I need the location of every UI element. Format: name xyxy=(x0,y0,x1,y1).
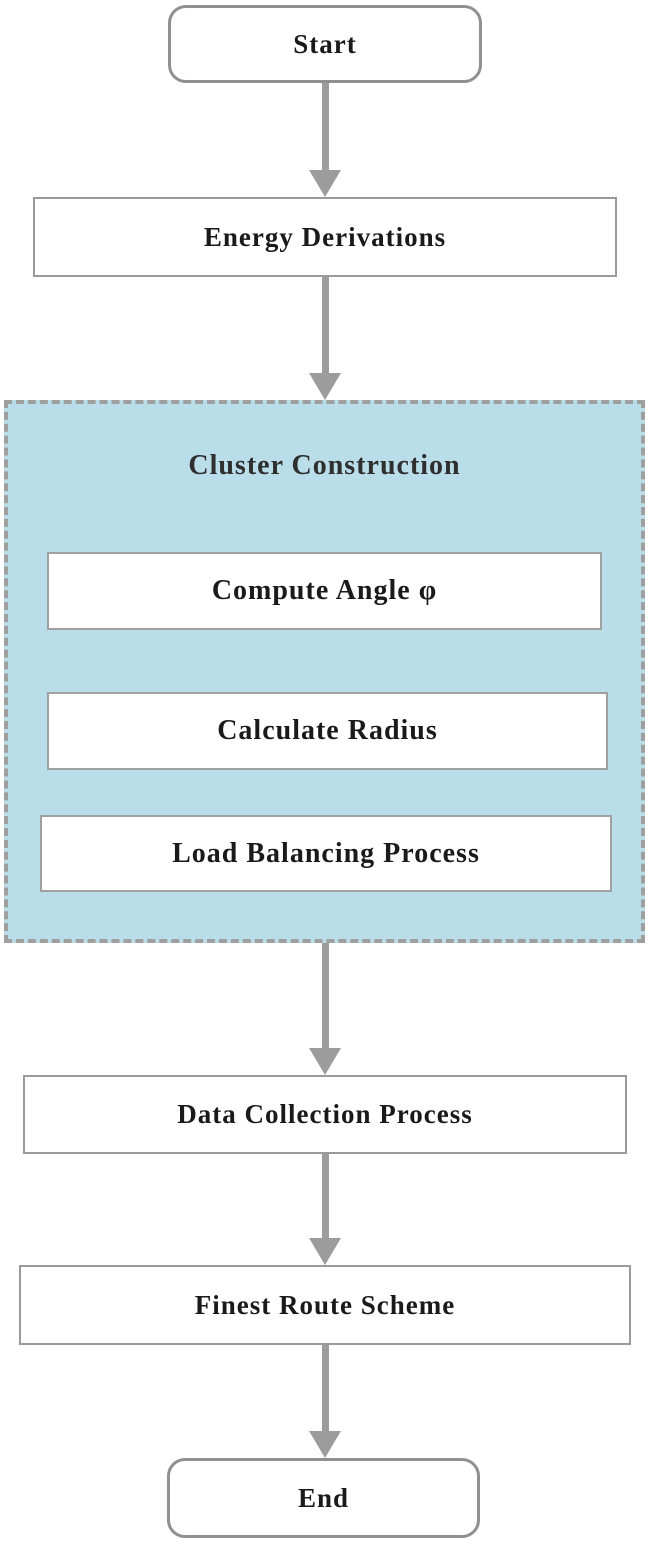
node-load-balancing: Load Balancing Process xyxy=(40,815,612,892)
arrow-down-icon xyxy=(309,373,341,400)
arrow-shaft xyxy=(321,277,329,373)
arrow-down-icon xyxy=(309,1048,341,1075)
node-load-balancing-label: Load Balancing Process xyxy=(172,837,480,869)
arrow-down-icon xyxy=(309,1431,341,1458)
flow-arrow-cluster-to-data xyxy=(309,943,341,1075)
node-data-collection: Data Collection Process xyxy=(23,1075,627,1154)
node-compute-angle-label: Compute Angle φ xyxy=(211,575,438,606)
node-finest-route: Finest Route Scheme xyxy=(19,1265,631,1345)
node-calculate-radius-label: Calculate Radius xyxy=(217,715,438,746)
node-energy-derivations-label: Energy Derivations xyxy=(203,221,447,252)
node-compute-angle: Compute Angle φ xyxy=(47,552,602,630)
container-cluster-construction-title: Cluster Construction xyxy=(188,450,461,481)
node-start: Start xyxy=(168,5,482,83)
arrow-shaft xyxy=(321,943,329,1048)
flow-arrow-energy-to-cluster xyxy=(309,277,341,400)
node-end-label: End xyxy=(297,1482,350,1513)
arrow-down-icon xyxy=(309,170,341,197)
node-end: End xyxy=(167,1458,480,1538)
container-cluster-construction: Cluster Construction Compute Angle φ Cal… xyxy=(4,400,645,943)
flow-arrow-route-to-end xyxy=(309,1345,341,1458)
arrow-shaft xyxy=(321,1345,329,1431)
arrow-shaft xyxy=(321,1154,329,1238)
node-finest-route-label: Finest Route Scheme xyxy=(194,1289,456,1320)
arrow-shaft xyxy=(321,83,329,170)
node-start-label: Start xyxy=(293,28,357,59)
flow-arrow-data-to-route xyxy=(309,1154,341,1265)
node-data-collection-label: Data Collection Process xyxy=(177,1099,473,1129)
arrow-down-icon xyxy=(309,1238,341,1265)
node-calculate-radius: Calculate Radius xyxy=(47,692,608,770)
node-energy-derivations: Energy Derivations xyxy=(33,197,617,277)
flow-arrow-start-to-energy xyxy=(309,83,341,197)
